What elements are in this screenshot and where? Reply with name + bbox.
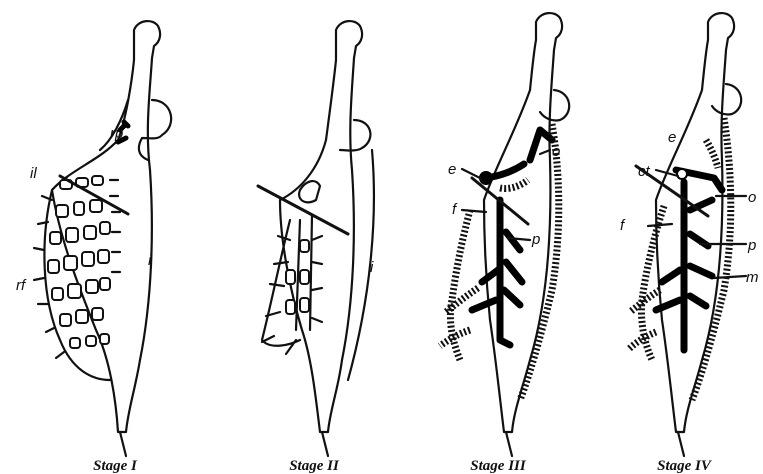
stage-1-hook	[139, 100, 171, 160]
stage-4-caption: Stage IV	[657, 458, 713, 474]
stage-1: rp il rf i Stage I	[16, 21, 171, 474]
stage-2-hook	[340, 120, 370, 151]
stage-1-caption: Stage I	[93, 458, 138, 474]
stage-4-hatched-margin	[692, 118, 731, 400]
stage-4-bone-outline	[656, 13, 734, 432]
stage-1-label-rp: rp	[110, 125, 123, 142]
stage-3-hook	[540, 90, 569, 121]
stage-3-label-e: e	[448, 161, 456, 178]
stage-1-label-il: il	[30, 165, 37, 182]
stage-3-label-f: f	[452, 201, 458, 218]
stage-3-bone-outline	[484, 13, 562, 432]
stage-2-reticular-web	[262, 215, 322, 354]
stage-4-label-p: p	[747, 237, 756, 254]
stage-3-label-o: o	[552, 143, 560, 160]
stage-3: e o f p Stage III	[440, 13, 569, 474]
stage-3-caption: Stage III	[470, 458, 527, 474]
stage-2-caption: Stage II	[289, 458, 340, 474]
stage-3-label-p: p	[531, 231, 540, 248]
stage-4-label-m: m	[746, 269, 759, 286]
stage-4-label-ct: ct	[638, 163, 651, 180]
stage-2: i Stage II	[258, 21, 374, 474]
stage-4-hook	[712, 84, 741, 115]
stage-4-label-o: o	[748, 189, 756, 206]
stage-4-label-e: e	[668, 129, 676, 146]
stage-2-section-line	[258, 186, 348, 234]
stage-2-label-i: i	[370, 259, 374, 276]
stage-4: e ct o f p m Stage IV	[620, 13, 759, 474]
stage-4-label-f: f	[620, 217, 626, 234]
stage-1-label-rf: rf	[16, 277, 27, 294]
